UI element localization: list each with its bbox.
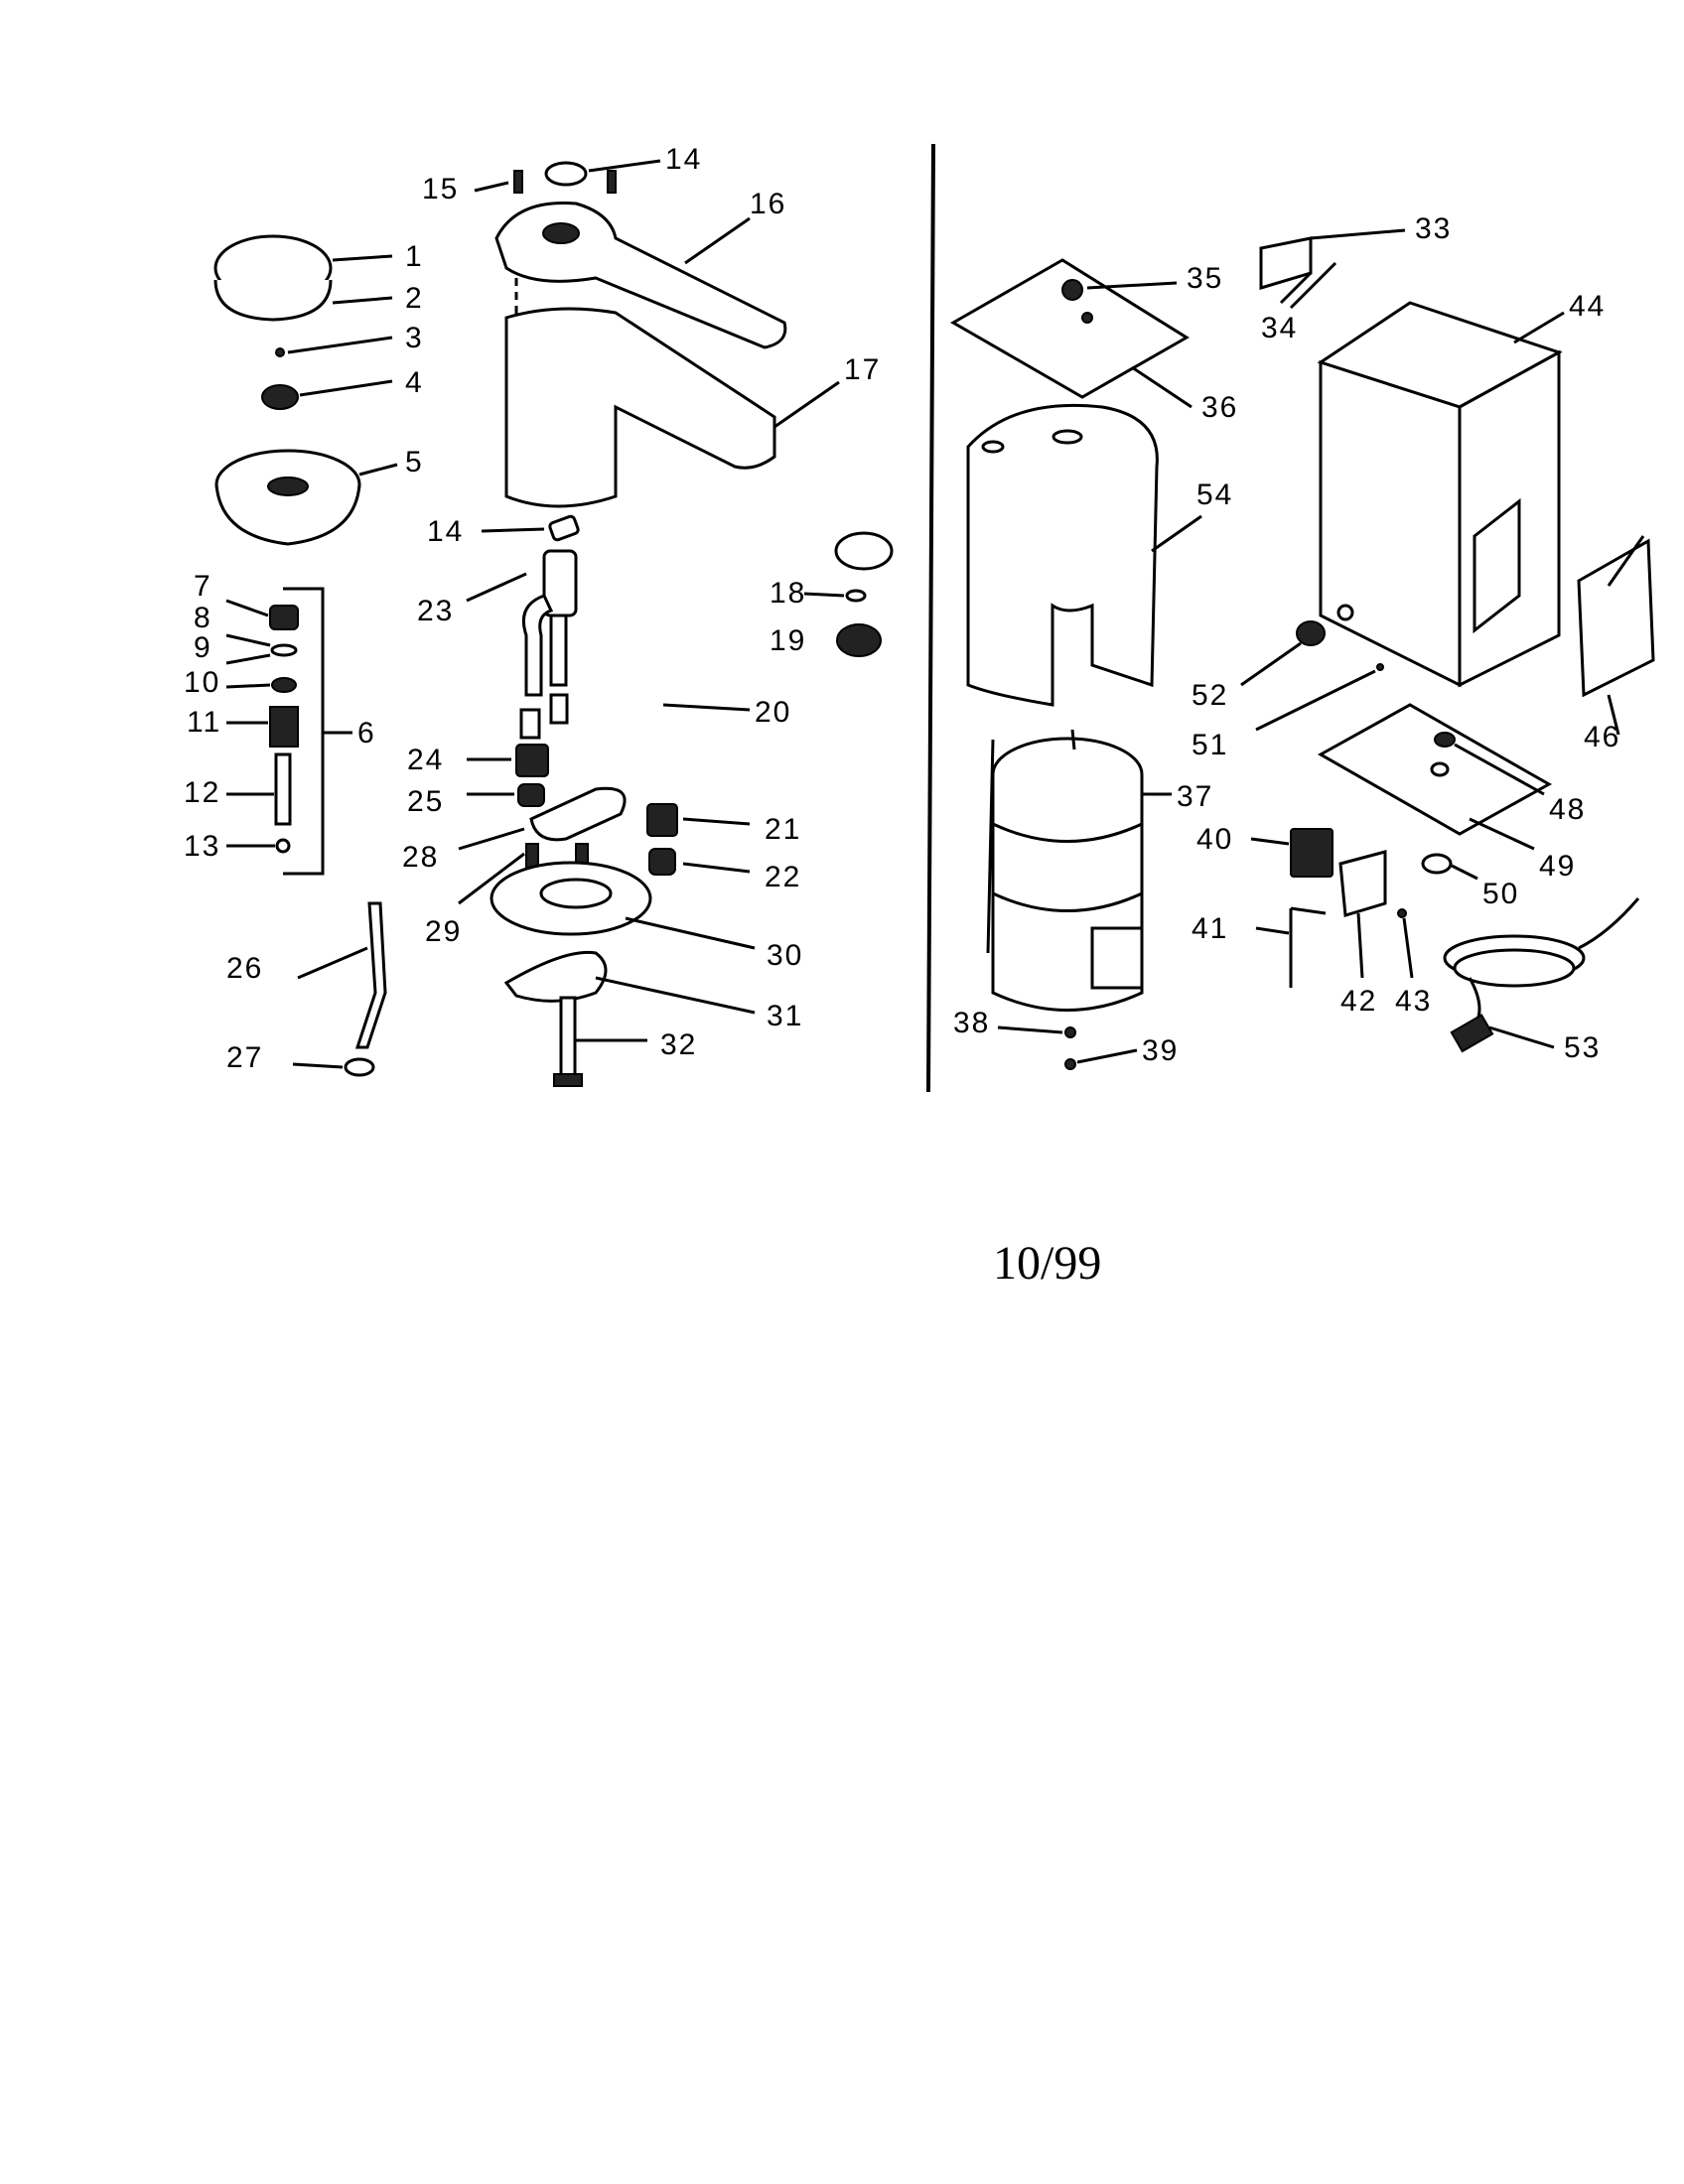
callout-54: 54: [1196, 478, 1233, 511]
callout-36: 36: [1201, 391, 1238, 424]
part-plate: [503, 950, 756, 1015]
part-cap: [213, 234, 393, 322]
part-drain-fitting: [1240, 620, 1384, 732]
panel-divider: [926, 143, 935, 1093]
callout-1: 1: [405, 240, 424, 273]
callout-15: 15: [422, 173, 459, 205]
callout-38: 38: [953, 1007, 990, 1039]
part-bottom-screws: [997, 1025, 1138, 1070]
part-fittings: [646, 803, 751, 876]
callout-43: 43: [1395, 985, 1432, 1018]
part-faucet-body: [504, 278, 840, 508]
part-base-pan: [1317, 703, 1553, 851]
callout-27: 27: [226, 1041, 263, 1074]
callout-26: 26: [226, 952, 263, 985]
part-valve-stack: [225, 587, 352, 876]
callout-30: 30: [767, 939, 803, 972]
callout-35: 35: [1187, 262, 1223, 295]
callout-9: 9: [194, 631, 212, 664]
part-power-cord: [1443, 897, 1640, 1053]
callout-33: 33: [1415, 212, 1452, 245]
left-panel: [213, 159, 894, 1087]
callout-20: 20: [755, 696, 791, 729]
callout-29: 29: [425, 915, 462, 948]
part-top-plate: [949, 258, 1193, 409]
callout-3: 3: [405, 322, 424, 354]
callout-6: 6: [357, 717, 376, 750]
part-lever: [494, 201, 787, 349]
part-connector: [466, 549, 578, 740]
callout-40: 40: [1196, 823, 1233, 856]
callout-25: 25: [407, 785, 444, 818]
callout-28: 28: [402, 841, 439, 874]
callout-41: 41: [1192, 912, 1228, 945]
right-callouts: 33 34 35 36 37 38 39 40 41 42 43 44 46 4…: [953, 212, 1620, 1067]
callout-7: 7: [194, 570, 212, 603]
part-cover: [966, 403, 1202, 707]
callout-48: 48: [1549, 793, 1586, 826]
callout-10: 10: [184, 666, 220, 699]
callout-11: 11: [187, 706, 221, 739]
part-base-ring: [214, 449, 398, 546]
callout-8: 8: [194, 602, 212, 634]
callout-12: 12: [184, 776, 220, 809]
part-housing-box: [1317, 301, 1565, 688]
callout-46: 46: [1584, 721, 1620, 753]
part-hose: [292, 901, 387, 1077]
callout-14-mid: 14: [427, 515, 464, 548]
callout-22: 22: [765, 861, 801, 893]
callout-5: 5: [405, 446, 424, 478]
callout-49: 49: [1539, 850, 1576, 883]
left-callouts: 1 2 3 4 5 6 7 8 9 10 11 12 13 14 14 15 1…: [184, 143, 881, 1074]
part-screws-top: [474, 159, 661, 194]
callout-37: 37: [1177, 780, 1213, 813]
part-washer-mid: [481, 514, 580, 542]
callout-2: 2: [405, 282, 424, 315]
part-pin: [275, 336, 393, 357]
callout-42: 42: [1340, 985, 1377, 1018]
callout-34: 34: [1261, 312, 1298, 344]
callout-23: 23: [417, 595, 454, 627]
callout-19: 19: [770, 624, 806, 657]
callout-51: 51: [1192, 729, 1228, 761]
part-spout-tube: [650, 495, 894, 799]
part-nuts: [467, 744, 549, 807]
part-gasket: [490, 861, 756, 950]
part-bracket: [1259, 228, 1406, 310]
callout-39: 39: [1142, 1034, 1179, 1067]
callout-53: 53: [1564, 1031, 1601, 1064]
callout-21: 21: [765, 813, 801, 846]
revision-date: 10/99: [993, 1237, 1102, 1290]
callout-32: 32: [660, 1028, 697, 1061]
part-gear: [261, 379, 393, 410]
part-bolt: [553, 996, 647, 1087]
callout-13: 13: [184, 830, 220, 863]
callout-31: 31: [767, 1000, 803, 1032]
callout-50: 50: [1482, 878, 1519, 910]
callout-17: 17: [844, 353, 881, 386]
part-electrical: [1250, 828, 1414, 988]
part-side-panel: [1577, 535, 1655, 736]
part-washer-50: [1421, 853, 1478, 881]
callout-4: 4: [405, 366, 424, 399]
callout-52: 52: [1192, 679, 1228, 712]
part-aerator: [803, 589, 882, 657]
part-tank: [986, 729, 1172, 1012]
callout-14-top: 14: [665, 143, 702, 176]
callout-16: 16: [750, 188, 786, 220]
callout-18: 18: [770, 577, 806, 610]
right-panel: [949, 228, 1655, 1070]
callout-24: 24: [407, 744, 444, 776]
callout-44: 44: [1569, 290, 1606, 323]
